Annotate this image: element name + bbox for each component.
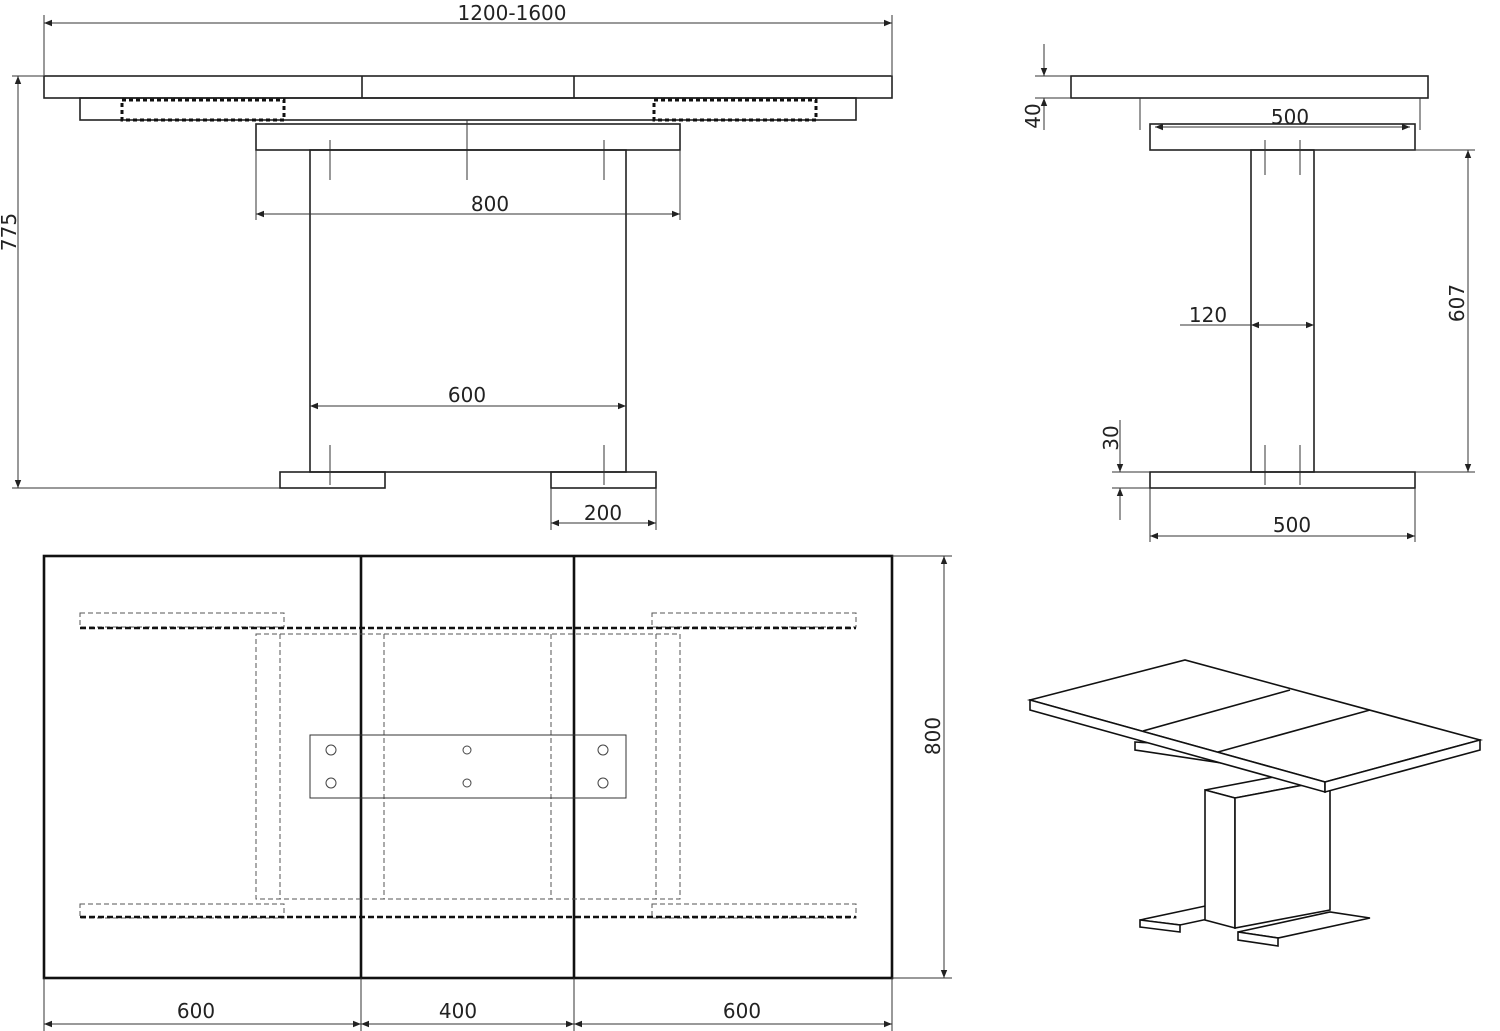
dimension-total-length: 1200-1600	[457, 1, 566, 25]
isometric-view	[1026, 659, 1484, 947]
dimension-middle-leaf: 400	[439, 999, 477, 1023]
column-footprint	[309, 734, 627, 799]
dimension-frame-width: 800	[471, 192, 509, 216]
dimension-column-width: 600	[448, 383, 486, 407]
top-view: 800 600 400 600	[42, 554, 952, 1031]
column	[309, 149, 627, 473]
dimension-foot-height: 30	[1099, 425, 1123, 450]
dimension-right-leaf: 600	[723, 999, 761, 1023]
dimension-left-leaf: 600	[177, 999, 215, 1023]
dimension-top-thickness: 40	[1021, 103, 1045, 128]
side-column	[1250, 149, 1315, 473]
top-outline	[42, 554, 894, 980]
frame-hidden-outline	[255, 633, 681, 900]
side-table-top	[1070, 75, 1429, 99]
dimension-height: 775	[0, 213, 21, 251]
dimension-foot-width: 200	[584, 501, 622, 525]
side-foot	[1149, 471, 1416, 489]
slide-rail-left	[120, 98, 286, 122]
frame	[255, 123, 681, 151]
dimension-column-height: 607	[1445, 284, 1469, 322]
front-view: 1200-1600 800 600 200 775	[0, 1, 893, 530]
slide-rail-right	[652, 98, 818, 122]
table-top	[43, 75, 893, 99]
side-view: 500 40 120 607 30 500	[1021, 44, 1475, 542]
dimension-frame-depth: 500	[1271, 105, 1309, 129]
foot-left	[279, 471, 386, 489]
dimension-foot-length: 500	[1273, 513, 1311, 537]
dimension-depth: 800	[921, 717, 945, 755]
dimension-column-thickness: 120	[1189, 303, 1227, 327]
